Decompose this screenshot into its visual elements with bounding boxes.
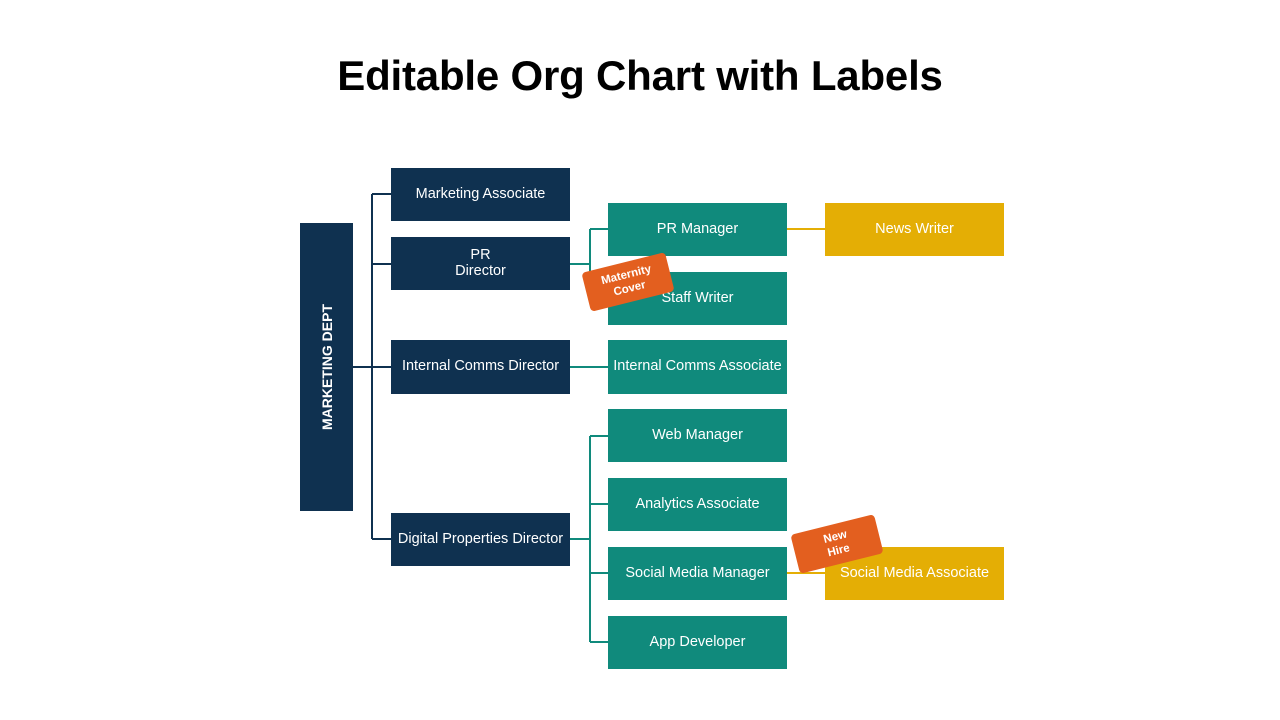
marketing-dept-label: MARKETING DEPT: [318, 304, 335, 430]
internal-comms-director-box[interactable]: Internal Comms Director: [391, 340, 570, 394]
marketing-associate-box[interactable]: Marketing Associate: [391, 168, 570, 221]
pr-director-box[interactable]: PR Director: [391, 237, 570, 290]
marketing-dept-box[interactable]: MARKETING DEPT: [300, 223, 353, 511]
pr-manager-box[interactable]: PR Manager: [608, 203, 787, 256]
digital-properties-director-box[interactable]: Digital Properties Director: [391, 513, 570, 566]
app-developer-box[interactable]: App Developer: [608, 616, 787, 669]
staff-writer-box[interactable]: Staff Writer: [608, 272, 787, 325]
internal-comms-associate-box[interactable]: Internal Comms Associate: [608, 340, 787, 394]
page-title: Editable Org Chart with Labels: [337, 52, 943, 99]
analytics-associate-box[interactable]: Analytics Associate: [608, 478, 787, 531]
social-media-manager-box[interactable]: Social Media Manager: [608, 547, 787, 600]
web-manager-box[interactable]: Web Manager: [608, 409, 787, 462]
news-writer-box[interactable]: News Writer: [825, 203, 1004, 256]
